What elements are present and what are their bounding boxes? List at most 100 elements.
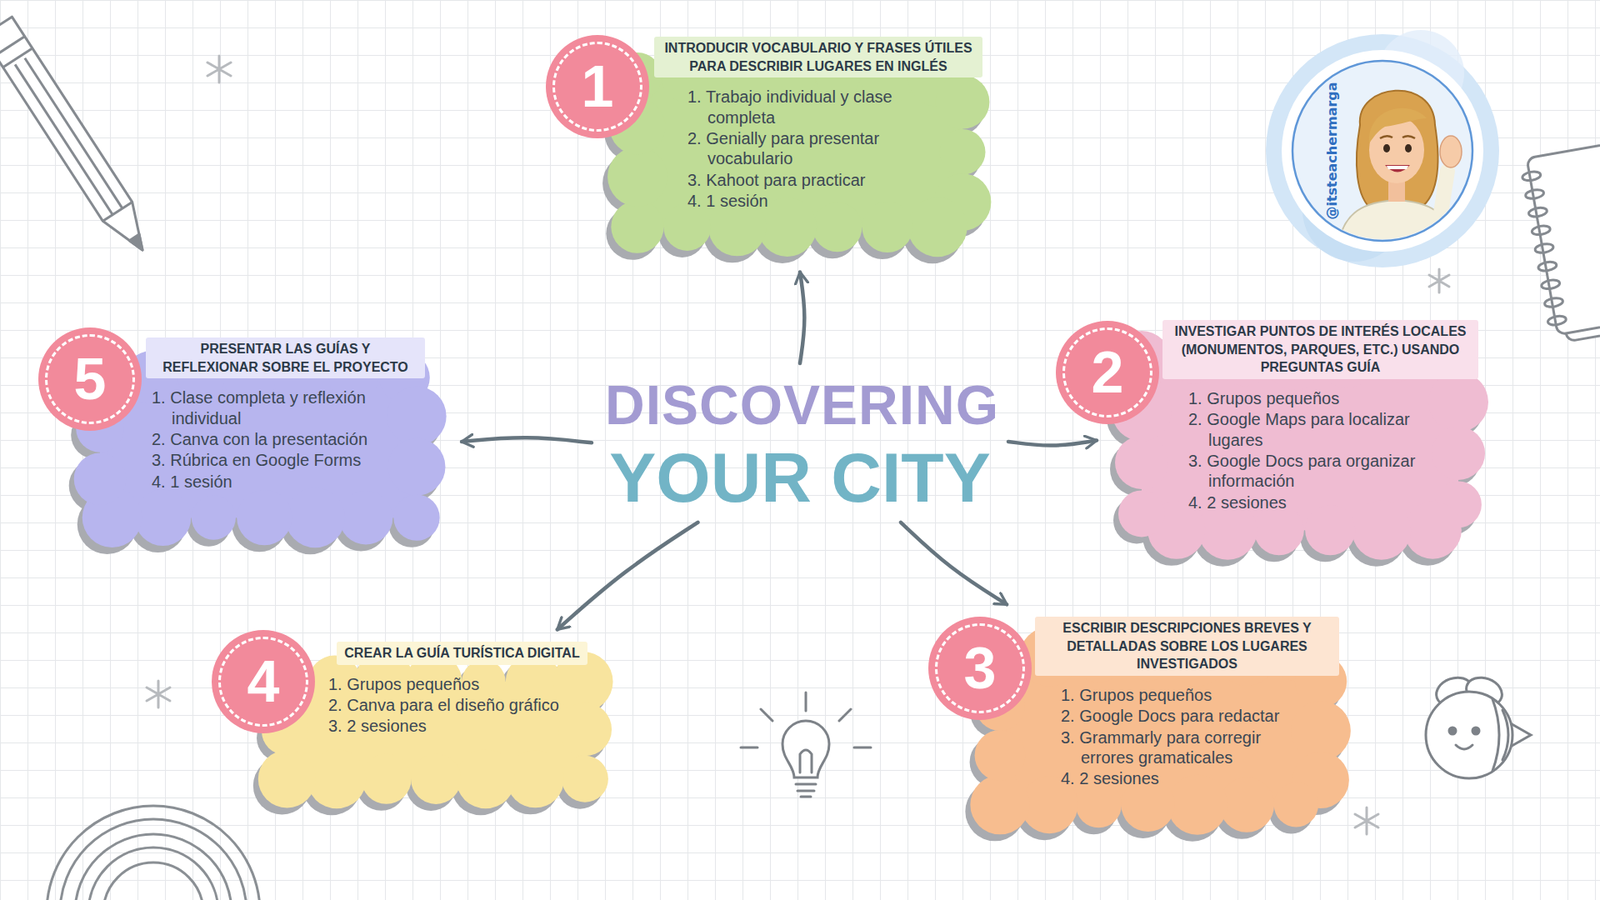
avatar-sticker	[1265, 30, 1500, 268]
step-number: 3	[964, 639, 997, 698]
step-item: 3. 2 sesiones	[328, 715, 573, 736]
flow-arrow	[800, 272, 805, 364]
cloud-body-bump	[1274, 782, 1319, 827]
step-item: 4. 2 sesiones	[1188, 492, 1446, 513]
bee-drawing	[1425, 672, 1531, 779]
cloud-body-bump	[975, 730, 1026, 781]
cloud-body-bump	[561, 755, 609, 803]
cloud-body-bump	[935, 75, 990, 130]
cloud-body-bump	[339, 490, 393, 545]
cloud-body-bump	[940, 129, 986, 175]
cloud-shape	[612, 51, 988, 253]
step-heading: CREAR LA GUÍA TURÍSTICA DIGITAL	[336, 641, 587, 665]
lightbulb-drawing	[740, 692, 871, 797]
step-cloud: 1INTRODUCIR VOCABULARIO Y FRASES ÚTILES …	[612, 36, 988, 253]
step-number-badge: 2	[1055, 320, 1160, 425]
step-item: 4. 2 sesiones	[1060, 768, 1309, 789]
step-item: 1. Clase completa y reflexión individual	[151, 387, 400, 429]
step-heading: INVESTIGAR PUNTOS DE INTERÉS LOCALES (MO…	[1162, 320, 1479, 380]
step-number: 2	[1091, 343, 1125, 402]
cloud-body-bump	[1305, 505, 1355, 555]
cloud-body-bump	[1115, 435, 1169, 490]
step-item: 2. Canva con la presentación	[151, 429, 400, 450]
step-cloud: 2INVESTIGAR PUNTOS DE INTERÉS LOCALES (M…	[1116, 320, 1484, 555]
step-item: 1. Grupos pequeños	[1188, 388, 1446, 409]
cloud-body-bump	[1290, 700, 1351, 761]
cloud-body-bump	[236, 490, 292, 545]
step-item: 4. 1 sesión	[687, 190, 948, 211]
step-number-badge: 4	[211, 630, 315, 734]
step-cloud: 3ESCRIBIR DESCRIPCIONES BREVES Y DETALLA…	[975, 616, 1346, 830]
step-number-badge: 3	[928, 616, 1032, 720]
cloud-body-bump	[907, 197, 967, 257]
cloud-body-bump	[607, 146, 668, 207]
cloud-body-bump	[135, 489, 192, 546]
title-text: DISCOVERING	[605, 375, 995, 436]
rainbow-drawing	[46, 805, 260, 900]
step-item: 1. Grupos pequeños	[328, 674, 573, 695]
cloud-body-bump	[1118, 490, 1165, 537]
cloud-body-bump	[307, 749, 367, 809]
cloud-body-bump	[812, 202, 862, 252]
step-item: 3. Google Docs para organizar informació…	[1188, 450, 1446, 492]
cloud-body-bump	[558, 702, 612, 756]
cloud-body-bump	[1075, 781, 1122, 828]
step-list: 1. Grupos pequeños2. Google Docs para re…	[975, 675, 1346, 830]
heading-wrap: INVESTIGAR PUNTOS DE INTERÉS LOCALES (MO…	[1116, 320, 1484, 380]
cloud-body-bump	[861, 201, 913, 253]
cloud-body-bump	[388, 438, 446, 496]
cloud-body-bump	[1428, 371, 1489, 432]
flow-arrow	[900, 522, 1007, 605]
title-node: DISCOVERINGYOUR CITY	[600, 371, 1000, 518]
cloud-body-bump	[285, 487, 345, 548]
cloud-body-bump	[1254, 505, 1305, 555]
step-item: 2. Canva para el diseño gráfico	[328, 695, 573, 715]
step-heading: ESCRIBIR DESCRIPCIONES BREVES Y DETALLAD…	[1035, 616, 1340, 676]
cloud-body-bump	[393, 494, 440, 540]
step-item: 4. 1 sesión	[151, 471, 400, 492]
step-list: 1. Grupos pequeños2. Google Maps para lo…	[1116, 379, 1484, 555]
cloud-body-bump	[361, 754, 412, 805]
step-item: 2. Genially para presentar vocabulario	[687, 128, 948, 170]
cloud-body-bump	[1167, 775, 1228, 835]
step-number: 4	[247, 652, 280, 711]
step-number: 1	[581, 57, 615, 116]
cloud-body-bump	[970, 775, 1030, 835]
cloud-body-bump	[258, 750, 316, 808]
pencil-drawing	[0, 16, 158, 260]
step-number: 5	[74, 350, 107, 409]
title-text: YOUR CITY	[605, 440, 995, 515]
step-item: 1. Trabajo individual y clase completa	[687, 86, 948, 128]
star-marks	[146, 55, 1450, 835]
handle-label: @itsteachermarga	[1324, 81, 1340, 220]
step-heading: PRESENTAR LAS GUÍAS Y REFLEXIONAR SOBRE …	[145, 337, 425, 379]
cloud-body-bump	[410, 754, 461, 805]
step-heading: INTRODUCIR VOCABULARIO Y FRASES ÚTILES P…	[654, 36, 983, 78]
cloud-body-bump	[1351, 500, 1411, 560]
notebook-drawing	[1519, 138, 1600, 345]
cloud-body-bump	[191, 495, 236, 540]
cloud-body-bump	[1219, 777, 1275, 833]
step-list: 1. Trabajo individual y clase completa2.…	[612, 77, 988, 252]
step-item: 2. Google Maps para localizar lugares	[1188, 409, 1446, 450]
cloud-body-bump	[74, 453, 127, 506]
cloud-body-bump	[386, 386, 446, 446]
cloud-body-bump	[610, 200, 664, 254]
step-item: 2. Google Docs para redactar	[1060, 705, 1309, 726]
flow-arrow	[461, 437, 592, 443]
step-cloud: 4CREAR LA GUÍA TURÍSTICA DIGITAL1. Grupo…	[260, 641, 610, 805]
flow-arrow	[1008, 440, 1097, 445]
step-cloud: 5 PRESENTAR LAS GUÍAS Y REFLEXIONAR SOBRE…	[75, 337, 442, 543]
step-item: 3. Grammarly para corregir errores grama…	[1060, 727, 1309, 769]
cloud-body-bump	[1404, 501, 1462, 560]
step-item: 3. Rúbrica en Google Forms	[151, 450, 400, 470]
step-item: 3. Kahoot para practicar	[687, 170, 948, 190]
cloud-body-bump	[1431, 426, 1485, 480]
flow-arrow	[557, 522, 699, 630]
step-number-badge: 1	[545, 35, 650, 139]
step-item: 1. Grupos pequeños	[1060, 685, 1309, 705]
step-number-badge: 5	[38, 327, 142, 431]
cloud-body-bump	[663, 203, 711, 251]
cloud-body	[607, 46, 991, 257]
